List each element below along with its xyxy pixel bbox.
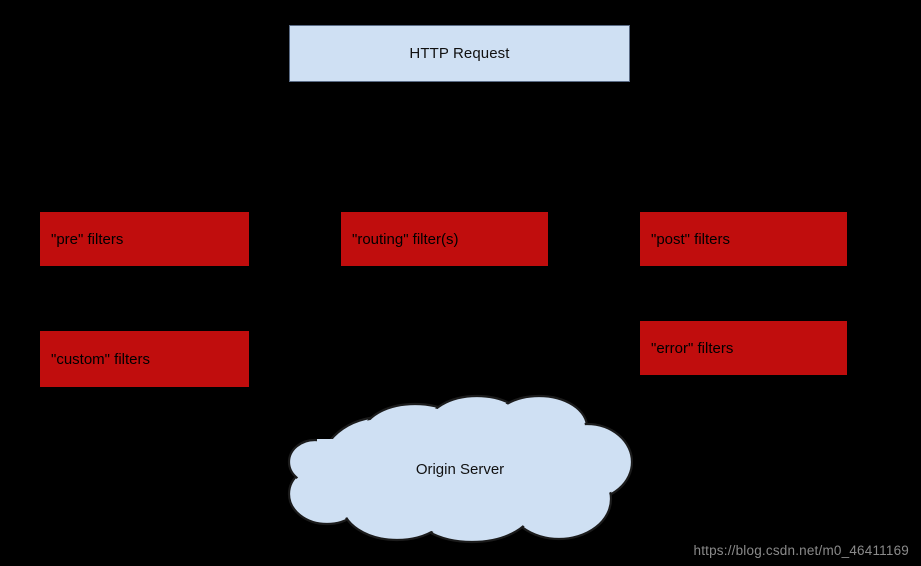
node-origin-server: Origin Server bbox=[287, 394, 633, 544]
node-routing-filters: "routing" filter(s) bbox=[341, 212, 548, 266]
node-error-filters: "error" filters bbox=[640, 321, 847, 375]
cloud-shape-icon bbox=[287, 394, 633, 544]
node-custom-filters-label: "custom" filters bbox=[51, 350, 151, 368]
node-pre-filters-label: "pre" filters bbox=[51, 230, 124, 248]
node-post-filters: "post" filters bbox=[640, 212, 847, 266]
node-custom-filters: "custom" filters bbox=[40, 331, 249, 387]
node-pre-filters: "pre" filters bbox=[40, 212, 249, 266]
node-error-filters-label: "error" filters bbox=[651, 339, 734, 357]
node-http-request: HTTP Request bbox=[289, 25, 630, 82]
node-post-filters-label: "post" filters bbox=[651, 230, 731, 248]
watermark-text: https://blog.csdn.net/m0_46411169 bbox=[693, 543, 909, 558]
node-http-request-label: HTTP Request bbox=[409, 45, 510, 62]
node-routing-filters-label: "routing" filter(s) bbox=[352, 230, 459, 248]
